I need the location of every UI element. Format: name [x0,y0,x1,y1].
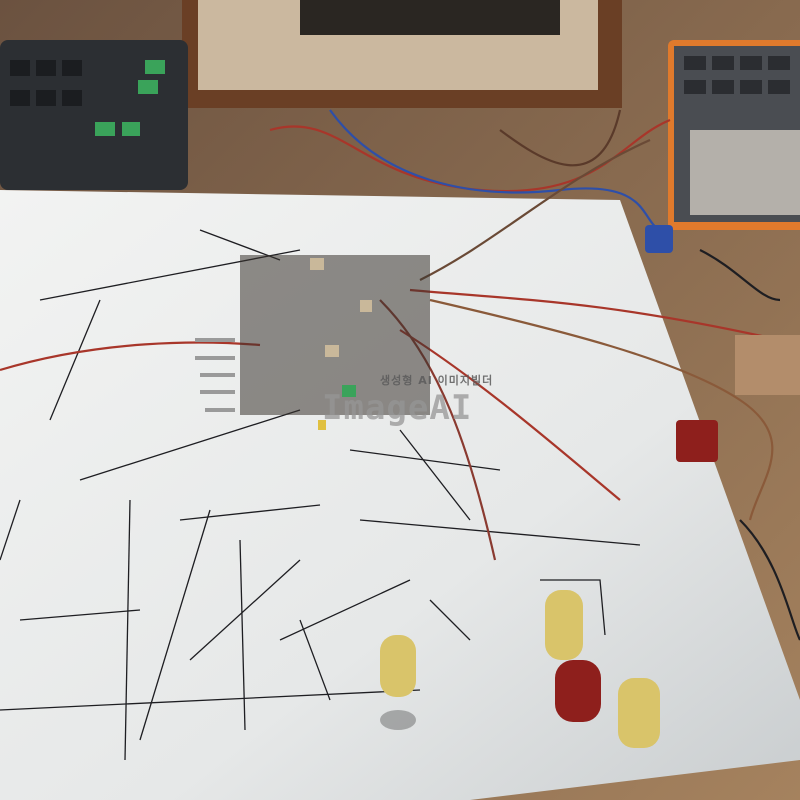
wooden-block [735,335,800,395]
yellow-capacitor [618,678,660,748]
red-capacitor-box [676,420,718,462]
yellow-capacitor [380,635,416,730]
wires [0,109,800,641]
red-capacitor [555,660,601,722]
watermark-subtitle: 생성형 AI 이미지빌더 [380,374,494,387]
component-cluster [195,255,430,430]
blue-connector [645,225,673,253]
watermark-logo: ImageAI [322,388,473,428]
pen-sketch [0,229,641,761]
yellow-capacitor [545,590,583,660]
left-keyboard [0,40,188,190]
